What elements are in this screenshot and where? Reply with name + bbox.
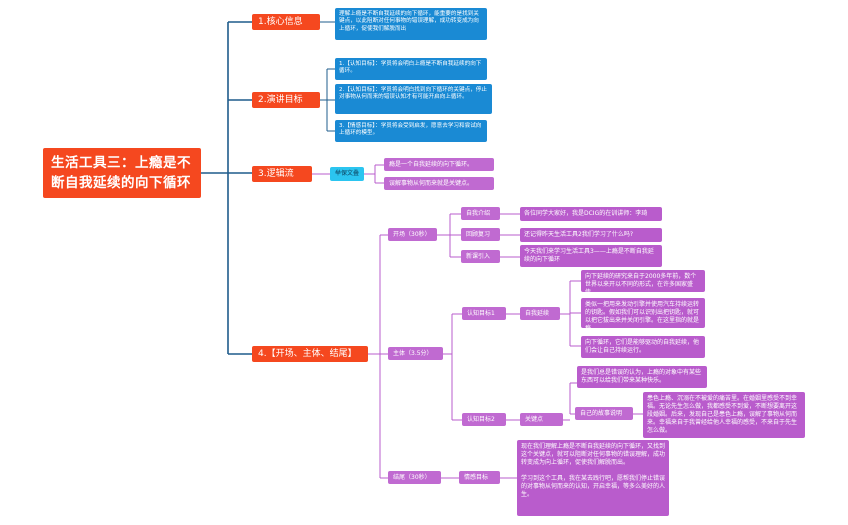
logic-flow-mid-node[interactable]: 举保文叠 — [330, 167, 364, 181]
opening-new-lesson[interactable]: 新课引入 — [461, 250, 500, 263]
root-topic[interactable]: 生活工具三：上瘾是不断自我延续的向下循环 — [43, 148, 201, 198]
branch-structure[interactable]: 4.【开场、主体、结尾】 — [252, 346, 368, 362]
body-goal-1-text-3[interactable]: 向下循环，它们是能够驱动的自我延续，他们会让自己持续运行。 — [581, 336, 705, 358]
ending-node[interactable]: 结尾（30秒） — [388, 471, 441, 484]
body-goal-2-text[interactable]: 是我们总是错误的认为，上瘾的对象中有某些东西可以给我们带来某种快乐。 — [577, 366, 707, 388]
opening-review-text[interactable]: 还记得昨天生活工具2我们学习了什么吗? — [520, 228, 662, 242]
opening-review[interactable]: 回顾复习 — [461, 228, 500, 241]
opening-self-intro-text[interactable]: 各位同学大家好，我是DCIG的在训讲师：李琦 — [520, 207, 662, 221]
core-message-text[interactable]: 理解上瘾是不断自我延续的向下循环，能重要的是找到关键点，以此阻断对任何事物的错误… — [335, 8, 487, 40]
body-goal-2-mid[interactable]: 关键点 — [520, 413, 563, 426]
logic-flow-item-2[interactable]: 误解事物从何而来就是关键点。 — [384, 177, 494, 190]
goal-item-2[interactable]: 2.【认知目标】：学员将会明白找到向下循环的关键点，停止对事物从何而来的错误认知… — [335, 84, 492, 114]
branch-core-message[interactable]: 1.核心信息 — [252, 14, 320, 30]
body-goal-2[interactable]: 认知目标2 — [462, 413, 506, 426]
opening-new-lesson-text[interactable]: 今天我们来学习生活工具3——上瘾是不断自我延续的向下循环 — [520, 245, 662, 267]
logic-flow-item-1[interactable]: 瘾是一个自我延续的向下循环。 — [384, 158, 494, 171]
purple-connectors — [312, 164, 643, 479]
body-goal-1-text-1[interactable]: 向下延续的研究来自于2000多年前，数个世界以来开以不同的形式，在许多国家盛传。 — [581, 270, 705, 292]
branch-logic-flow[interactable]: 3.逻辑流 — [252, 166, 312, 182]
ending-text[interactable]: 现在我们理解上瘾是不断自我延续的向下循环，又找到这个关键点，就可以阻断对任何事物… — [517, 440, 669, 516]
ending-goal-node[interactable]: 情感目标 — [459, 471, 500, 484]
body-goal-1-mid[interactable]: 自我延续 — [520, 307, 560, 320]
branch-speech-goals[interactable]: 2.演讲目标 — [252, 92, 320, 108]
goal-item-3[interactable]: 3.【情感目标】：学员将会受到启发，愿意去学习和尝试向上循环的模型。 — [335, 120, 487, 142]
opening-node[interactable]: 开场（30秒） — [388, 228, 437, 241]
body-goal-1-text-2[interactable]: 类似一把用来发动引擎并使用汽车持续运转的钥匙。假如我们可以识别出把钥匙，就可以把… — [581, 298, 705, 328]
level2-connectors — [320, 21, 335, 132]
opening-self-intro[interactable]: 自我介绍 — [461, 207, 500, 220]
body-goal-1[interactable]: 认知目标1 — [462, 307, 506, 320]
own-story-text[interactable]: 患色上瘾、沉溺在不被爱的痛苦里。在婚姻里感受不到幸福。无论先生怎么做，我都感受不… — [643, 392, 805, 438]
root-connectors — [201, 21, 252, 355]
goal-item-1[interactable]: 1.【认知目标】：学员将会明白上瘾是不断自我延续的向下循环。 — [335, 58, 487, 80]
own-story-node[interactable]: 自己的故事说明 — [575, 407, 633, 420]
body-node[interactable]: 主体（3.5分） — [388, 347, 443, 360]
